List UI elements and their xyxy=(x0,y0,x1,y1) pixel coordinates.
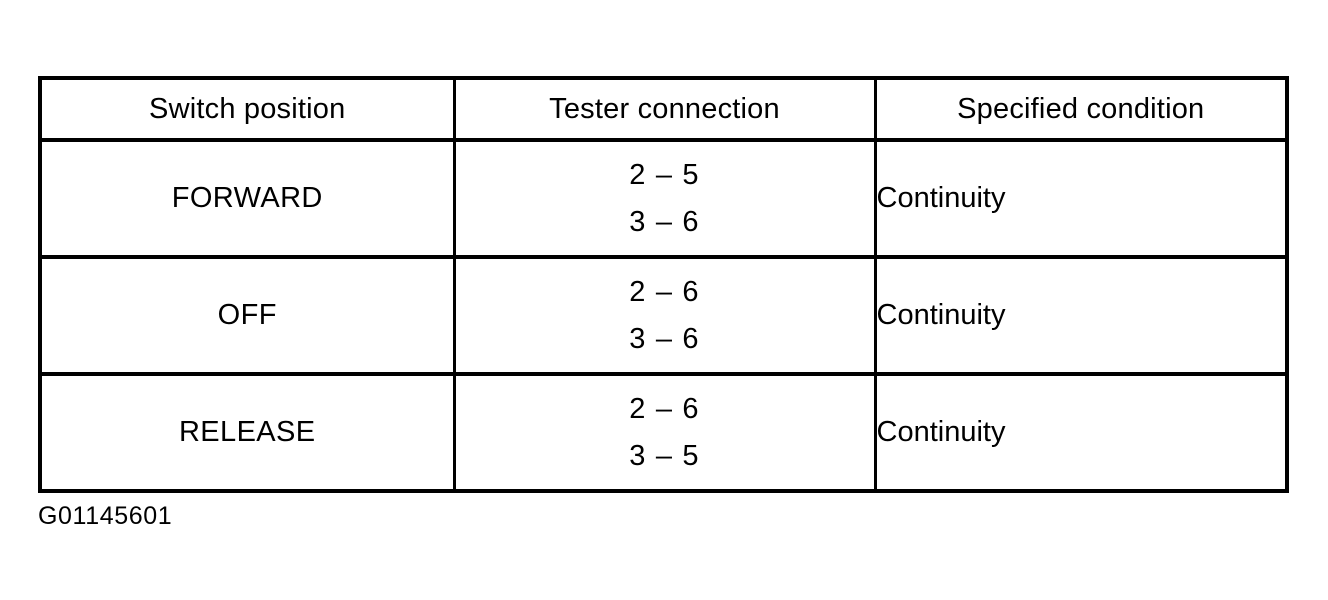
table-header: Switch position Tester connection Specif… xyxy=(40,78,1287,142)
cell-switch-position: OFF xyxy=(40,257,456,376)
column-header-switch-position: Switch position xyxy=(40,78,456,142)
tester-connection-line: 3 – 6 xyxy=(629,205,700,238)
cell-specified-condition: Continuity xyxy=(876,416,1006,448)
tester-connection-line: 3 – 6 xyxy=(629,322,700,355)
figure-caption-id: G01145601 xyxy=(38,502,173,530)
table-body: FORWARD 2 – 5 3 – 6 Continuity OFF 2 – 6… xyxy=(40,140,1287,491)
tester-connection-line: 2 – 5 xyxy=(629,158,700,191)
cell-specified-condition: Continuity xyxy=(875,257,1287,376)
cell-tester-connection: 2 – 5 3 – 6 xyxy=(454,140,877,259)
table-header-row: Switch position Tester connection Specif… xyxy=(40,78,1287,142)
cell-switch-position: RELEASE xyxy=(40,374,456,491)
table-row: OFF 2 – 6 3 – 6 Continuity xyxy=(40,257,1287,376)
column-header-specified-condition: Specified condition xyxy=(875,78,1287,142)
cell-specified-condition: Continuity xyxy=(875,140,1287,259)
cell-tester-connection: 2 – 6 3 – 6 xyxy=(454,257,877,376)
cell-tester-connection: 2 – 6 3 – 5 xyxy=(454,374,877,491)
cell-switch-position: FORWARD xyxy=(40,140,456,259)
specification-table: Switch position Tester connection Specif… xyxy=(38,76,1289,493)
tester-connection-line: 2 – 6 xyxy=(629,275,700,308)
column-header-tester-connection: Tester connection xyxy=(454,78,877,142)
tester-connection-line: 3 – 5 xyxy=(629,439,700,472)
table-row: FORWARD 2 – 5 3 – 6 Continuity xyxy=(40,140,1287,259)
tester-connection-line: 2 – 6 xyxy=(629,392,700,425)
table-row: RELEASE 2 – 6 3 – 5 Continuity xyxy=(40,374,1287,491)
